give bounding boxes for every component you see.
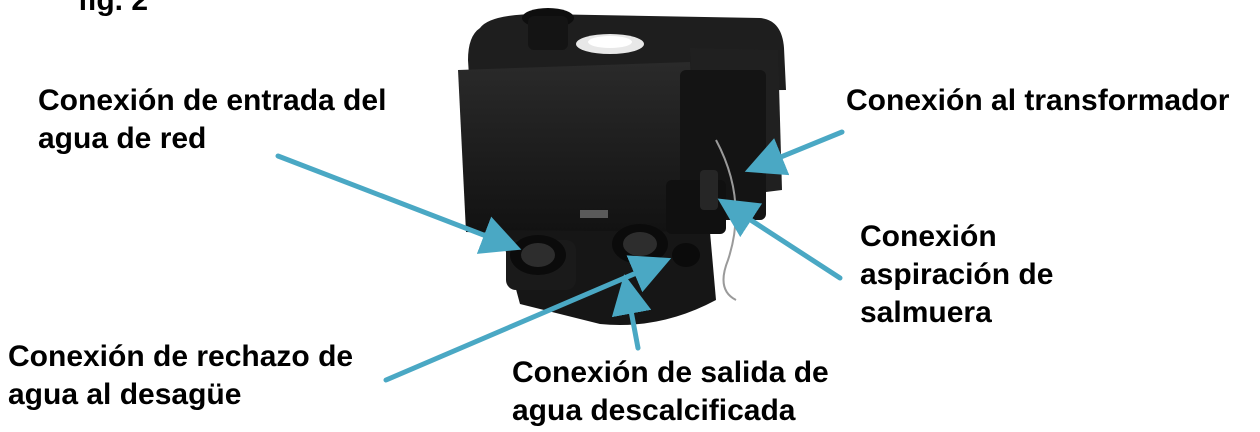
label-line: agua descalcificada — [512, 394, 796, 427]
label-brine-connection: Conexión aspiración de salmuera — [860, 218, 1053, 332]
label-line: Conexión de rechazo de — [8, 340, 354, 373]
arrow-transformer — [744, 129, 845, 176]
label-inlet-connection: Conexión de entrada del agua de red — [38, 82, 386, 158]
figure-title: fig. 2 — [78, 0, 149, 17]
label-line: agua al desagüe — [8, 378, 242, 411]
arrow-brine — [717, 198, 843, 281]
arrows — [275, 129, 845, 383]
label-line: Conexión al transformador — [846, 84, 1230, 117]
label-line: Conexión — [860, 220, 997, 253]
label-line: salmuera — [860, 296, 992, 329]
label-drain-connection: Conexión de rechazo de agua al desagüe — [8, 338, 353, 414]
label-outlet-connection: Conexión de salida de agua descalcificad… — [512, 354, 829, 430]
label-transformer-connection: Conexión al transformador — [846, 82, 1229, 120]
label-line: agua de red — [38, 122, 207, 155]
label-line: aspiración de — [860, 258, 1054, 291]
valve-image — [458, 8, 786, 325]
arrow-outlet — [611, 274, 652, 351]
label-line: Conexión de entrada del — [38, 84, 387, 117]
label-line: Conexión de salida de — [512, 356, 829, 389]
arrow-inlet — [275, 153, 522, 254]
